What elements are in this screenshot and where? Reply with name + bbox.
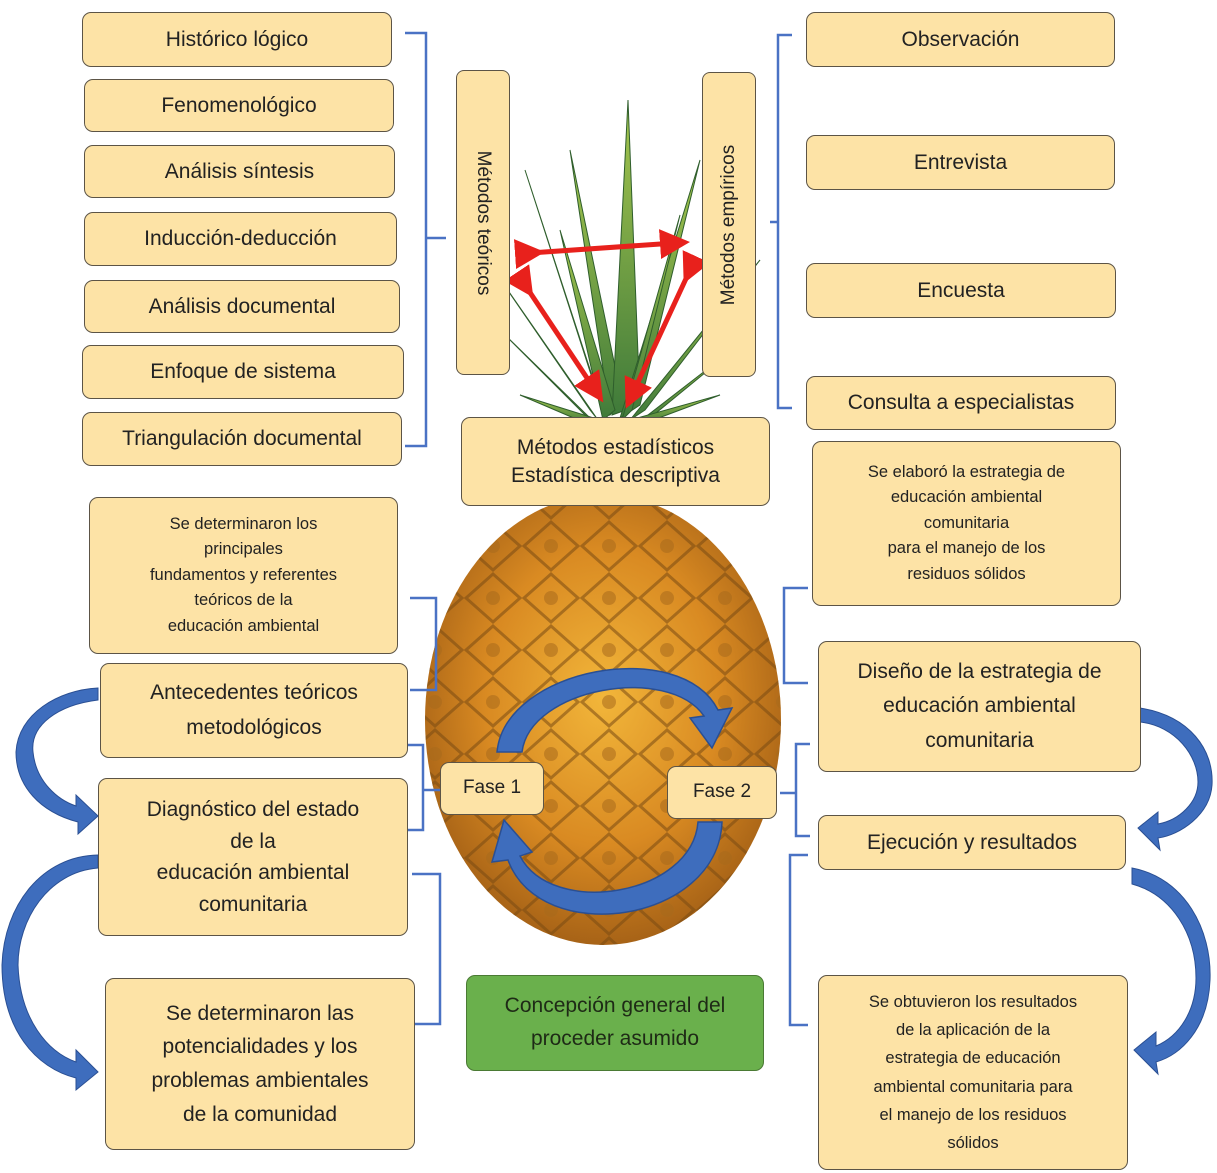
theoretical-method-label: Enfoque de sistema bbox=[150, 358, 336, 385]
bracket-empirical bbox=[770, 35, 792, 408]
phase1-result-text: Se determinaron los principales fundamen… bbox=[150, 512, 337, 640]
potencialidades-box: Se determinaron las potencialidades y lo… bbox=[105, 978, 415, 1150]
phase2-final-results-text: Se obtuvieron los resultados de la aplic… bbox=[869, 988, 1077, 1156]
empirical-method-box: Encuesta bbox=[806, 263, 1116, 318]
theoretical-method-label: Triangulación documental bbox=[122, 425, 362, 452]
ejecucion-box: Ejecución y resultados bbox=[818, 815, 1126, 870]
phase2-result-box: Se elaboró la estrategia de educación am… bbox=[812, 441, 1121, 606]
theoretical-method-label: Análisis documental bbox=[149, 293, 336, 320]
bracket-phase2-mid bbox=[780, 744, 810, 836]
theoretical-method-label: Análisis síntesis bbox=[165, 158, 314, 185]
bracket-phase2-top bbox=[784, 588, 808, 683]
conclusion-text: Concepción general del proceder asumido bbox=[505, 990, 726, 1055]
empirical-method-label: Observación bbox=[902, 26, 1020, 53]
curved-arrow-right-upper bbox=[1138, 708, 1212, 850]
bracket-phase1-bottom bbox=[412, 874, 440, 1024]
curved-arrow-right-lower bbox=[1132, 868, 1210, 1074]
theoretical-method-box: Histórico lógico bbox=[82, 12, 392, 67]
curved-arrow-left-lower bbox=[2, 855, 98, 1090]
curved-arrow-left-upper bbox=[16, 688, 98, 834]
conclusion-box: Concepción general del proceder asumido bbox=[466, 975, 764, 1071]
phase2-final-results-box: Se obtuvieron los resultados de la aplic… bbox=[818, 975, 1128, 1170]
diseno-box: Diseño de la estrategia de educación amb… bbox=[818, 641, 1141, 772]
diagnostico-text: Diagnóstico del estado de la educación a… bbox=[147, 794, 359, 920]
theoretical-method-box: Triangulación documental bbox=[82, 412, 402, 466]
empirical-method-label: Encuesta bbox=[917, 277, 1005, 304]
theoretical-methods-label-box: Métodos teóricos bbox=[456, 70, 510, 375]
phase1-label-text: Fase 1 bbox=[463, 776, 521, 801]
empirical-method-box: Observación bbox=[806, 12, 1115, 67]
theoretical-methods-label: Métodos teóricos bbox=[472, 150, 494, 295]
statistical-methods-label: Métodos estadísticos Estadística descrip… bbox=[511, 434, 720, 489]
bracket-phase2-bottom bbox=[790, 855, 808, 1025]
statistical-methods-box: Métodos estadísticos Estadística descrip… bbox=[461, 417, 770, 506]
antecedentes-text: Antecedentes teóricos metodológicos bbox=[150, 676, 358, 745]
phase2-label-text: Fase 2 bbox=[693, 780, 751, 805]
phase1-result-box: Se determinaron los principales fundamen… bbox=[89, 497, 398, 654]
empirical-methods-label: Métodos empíricos bbox=[718, 144, 740, 305]
pineapple-scales bbox=[425, 495, 781, 945]
empirical-method-box: Consulta a especialistas bbox=[806, 376, 1116, 430]
potencialidades-text: Se determinaron las potencialidades y lo… bbox=[151, 997, 368, 1131]
theoretical-method-box: Inducción-deducción bbox=[84, 212, 397, 266]
theoretical-method-box: Fenomenológico bbox=[84, 79, 394, 132]
theoretical-method-label: Fenomenológico bbox=[161, 92, 316, 119]
empirical-method-label: Consulta a especialistas bbox=[848, 389, 1074, 416]
phase1-label: Fase 1 bbox=[440, 762, 544, 815]
phase2-result-text: Se elaboró la estrategia de educación am… bbox=[868, 460, 1065, 588]
diagnostico-box: Diagnóstico del estado de la educación a… bbox=[98, 778, 408, 936]
theoretical-method-box: Análisis documental bbox=[84, 280, 400, 333]
empirical-methods-label-box: Métodos empíricos bbox=[702, 72, 756, 377]
theoretical-method-label: Histórico lógico bbox=[166, 26, 308, 53]
antecedentes-box: Antecedentes teóricos metodológicos bbox=[100, 663, 408, 758]
theoretical-method-box: Enfoque de sistema bbox=[82, 345, 404, 399]
red-arrow-horizontal bbox=[530, 243, 675, 253]
ejecucion-text: Ejecución y resultados bbox=[867, 829, 1077, 856]
diseno-text: Diseño de la estrategia de educación amb… bbox=[858, 655, 1102, 759]
empirical-method-label: Entrevista bbox=[914, 149, 1007, 176]
theoretical-method-label: Inducción-deducción bbox=[144, 225, 337, 252]
theoretical-method-box: Análisis síntesis bbox=[84, 145, 395, 198]
bracket-theoretical bbox=[405, 33, 446, 446]
phase2-label: Fase 2 bbox=[667, 766, 777, 819]
empirical-method-box: Entrevista bbox=[806, 135, 1115, 190]
